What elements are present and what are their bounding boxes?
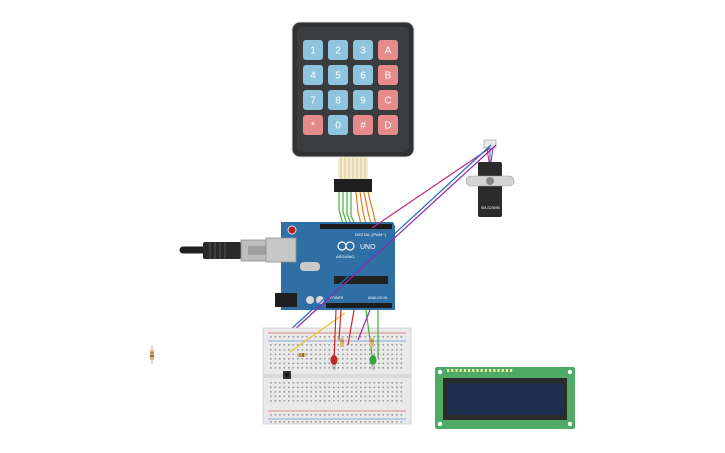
keypad-key-label: A xyxy=(385,46,392,57)
keypad-key[interactable]: * xyxy=(303,115,323,135)
keypad-key[interactable]: B xyxy=(378,65,398,85)
keypad-key[interactable]: 5 xyxy=(328,65,348,85)
power-pins-label: POWER xyxy=(330,296,344,300)
keypad-key[interactable]: # xyxy=(353,115,373,135)
push-button[interactable] xyxy=(283,371,291,379)
keypad-key[interactable]: 8 xyxy=(328,90,348,110)
keypad-key[interactable]: 3 xyxy=(353,40,373,60)
keypad-connector[interactable] xyxy=(334,179,372,192)
keypad-key[interactable]: D xyxy=(378,115,398,135)
keypad-key[interactable]: 2 xyxy=(328,40,348,60)
keypad-key-label: 4 xyxy=(310,71,316,82)
keypad-key-label: 9 xyxy=(360,96,366,107)
keypad-key-label: 2 xyxy=(335,46,341,57)
keypad-key[interactable]: 7 xyxy=(303,90,323,110)
keypad-key[interactable]: A xyxy=(378,40,398,60)
keypad-key[interactable]: 6 xyxy=(353,65,373,85)
keypad-wires xyxy=(338,191,377,225)
reset-button[interactable] xyxy=(287,225,297,235)
keypad-key-label: C xyxy=(384,96,391,107)
keypad-key[interactable]: 0 xyxy=(328,115,348,135)
keypad-key[interactable]: 1 xyxy=(303,40,323,60)
servo-motor[interactable]: SM-S2309S xyxy=(465,139,515,217)
keypad-key-label: 8 xyxy=(335,96,341,107)
keypad-key-label: 6 xyxy=(360,71,366,82)
arduino-logo-icon xyxy=(337,241,355,251)
keypad-key-label: 5 xyxy=(335,71,341,82)
breadboard-wires xyxy=(289,309,379,363)
resistor-2[interactable] xyxy=(340,338,344,347)
keypad-key-label: 0 xyxy=(335,121,341,132)
led-red[interactable] xyxy=(330,355,338,370)
keypad-key-label: # xyxy=(360,121,366,132)
long-wires xyxy=(275,144,497,344)
arduino-brand-label: ARDUINO xyxy=(336,254,354,259)
keypad-ribbon-cable xyxy=(334,157,372,192)
resistor-3[interactable] xyxy=(370,338,374,347)
arduino-uno-board[interactable]: DIGITAL (PWM~) ARDUINO UNO POWER ANALOG … xyxy=(265,222,395,310)
resistor-loose[interactable] xyxy=(150,346,154,364)
resistor-1[interactable] xyxy=(297,353,306,357)
keypad-key[interactable]: 4 xyxy=(303,65,323,85)
keypad-key[interactable]: 9 xyxy=(353,90,373,110)
usb-cable[interactable] xyxy=(179,239,272,262)
keypad-key-label: 7 xyxy=(310,96,316,107)
keypad-key[interactable]: C xyxy=(378,90,398,110)
keypad-key-label: 1 xyxy=(310,46,316,57)
keypad[interactable]: 1 2 3 A 4 5 6 B 7 8 9 C * 0 # D xyxy=(291,21,415,192)
keypad-key-label: D xyxy=(384,121,391,132)
keypad-key-label: 3 xyxy=(360,46,366,57)
analog-pins-label: ANALOG IN xyxy=(368,296,388,300)
arduino-model-label: UNO xyxy=(360,244,376,251)
lcd-display[interactable] xyxy=(435,367,575,429)
lcd-screen xyxy=(447,383,563,415)
led-green[interactable] xyxy=(369,355,377,370)
servo-label: SM-S2309S xyxy=(481,206,501,210)
digital-pins-label: DIGITAL (PWM~) xyxy=(355,232,387,237)
keypad-key-label: B xyxy=(385,71,392,82)
keypad-key-label: * xyxy=(311,121,315,132)
